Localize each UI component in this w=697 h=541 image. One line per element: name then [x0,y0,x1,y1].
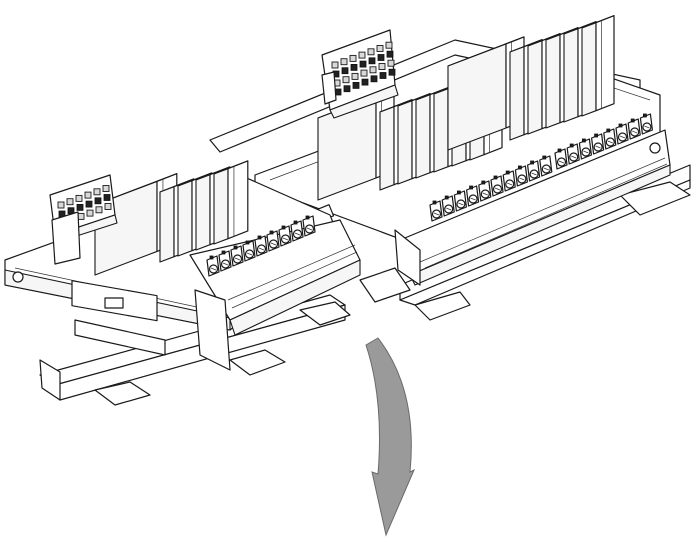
connector-pin [360,69,368,77]
small-relay-module [4,160,361,406]
terminal-screw [478,180,492,202]
connector-pin [93,188,101,196]
connector-pin [378,63,386,70]
connector-pin [76,203,84,211]
terminal-screw [230,245,244,267]
connector-pin [377,54,385,61]
terminal-screw [242,240,256,262]
mounting-hole [649,142,661,154]
terminal-housing-front [189,215,361,371]
terminal-screw [502,170,516,192]
connector-pin [358,51,366,59]
connector-pin [387,59,395,67]
terminal-screw [615,123,629,145]
terminal-screw [627,118,641,140]
connector-pin [350,64,358,71]
terminal-screw [578,138,592,160]
terminal-screw [453,190,467,212]
connector-pin [385,41,393,49]
connector-pin [359,60,367,68]
connector-pin [368,57,376,65]
terminal-screw [278,225,292,247]
mounting-hole [12,271,24,283]
connector-pin [351,72,359,80]
connector-pin [349,54,357,62]
terminal-screw [206,255,220,277]
connector-pin [369,66,377,74]
connector-pin [342,76,350,84]
connector-header-large [321,29,399,119]
terminal-screw [527,160,541,182]
connector-pin [376,45,384,52]
connector-pin [85,200,93,208]
terminal-screw [603,128,617,150]
terminal-screw [466,185,480,207]
terminal-screw [254,235,268,257]
connector-pin [340,58,348,66]
terminal-screws-rear [429,113,653,222]
connector-pin [75,194,83,202]
connector-header-small [49,174,118,265]
connector-pin [86,209,94,217]
connector-pin [57,201,65,209]
terminal-screw [441,195,455,217]
connector-pin [94,197,102,205]
connector-pin [67,207,75,215]
terminal-screw [290,220,304,242]
label-plate-small-tag [104,297,124,309]
connector-pin [102,185,110,192]
connector-pin [95,206,103,214]
connector-pin [386,50,394,58]
terminal-screw [302,215,316,237]
connector-pin [103,194,111,201]
down-arrow [365,337,416,537]
relay-slim [581,15,615,117]
connector-pin [84,191,92,199]
connector-pin [343,85,351,93]
terminal-screw [591,133,605,155]
terminal-screw [490,175,504,197]
terminal-screw [539,155,553,177]
din-rail-rear [359,164,691,321]
connector-pin [379,72,387,79]
arrow-shape [365,337,416,537]
terminal-housing-rear [394,113,671,286]
terminal-screw [429,200,443,222]
terminal-screw [566,143,580,165]
connector-pin [361,78,369,86]
connector-pin [367,48,375,56]
connector-pin [66,198,74,206]
connector-pin [352,82,360,89]
connector-pin [77,212,85,220]
large-relay-module [209,15,691,321]
connector-pin [341,67,349,75]
relay-slim [213,160,249,245]
connector-pin [104,203,112,210]
relays-large [317,15,615,201]
terminal-screw [514,165,528,187]
connector-pin [370,75,378,83]
connector-pin [388,68,396,76]
connector-pin [331,61,339,69]
terminal-screw [266,230,280,252]
terminal-screw [639,113,653,135]
terminal-screw [218,250,232,272]
terminal-screw [554,148,568,170]
terminal-screws-front [206,215,316,277]
